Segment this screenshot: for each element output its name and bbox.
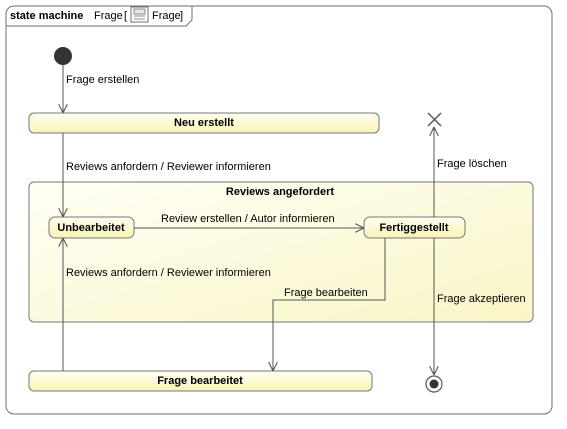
- transition-frage-bearbeiten[interactable]: [273, 238, 386, 370]
- transition-reviews-anfordern-2-label: Reviews anfordern / Reviewer informieren: [66, 267, 271, 279]
- state-frage-bearbeitet[interactable]: [28, 370, 373, 392]
- initial-state[interactable]: [54, 47, 72, 65]
- state-unbearbeitet-label: Unbearbeitet: [57, 222, 125, 234]
- state-neu-erstellt-label: Neu erstellt: [174, 117, 234, 129]
- frame-bracket-open: [: [124, 10, 127, 22]
- final-state[interactable]: [425, 375, 443, 393]
- transition-frage-bearbeiten-label: Frage bearbeiten: [284, 287, 368, 299]
- transition-frage-akzeptieren-label: Frage akzeptieren: [437, 293, 526, 305]
- state-reviews-angefordert-label: Reviews angefordert: [226, 186, 335, 198]
- transition-frage-erstellen-label: Frage erstellen: [66, 74, 139, 86]
- transition-frage-loeschen-label: Frage löschen: [437, 158, 507, 170]
- frame-tab: [6, 6, 193, 27]
- frame-bracket-close: ]: [180, 10, 183, 22]
- state-fertiggestellt-label: Fertiggestellt: [379, 222, 448, 234]
- frame-keyword: state machine: [10, 10, 83, 22]
- state-neu-erstellt[interactable]: [28, 112, 380, 134]
- terminate-icon[interactable]: [427, 112, 442, 127]
- state-fertiggestellt[interactable]: [363, 216, 466, 239]
- state-frage-bearbeitet-label: Frage bearbeitet: [157, 375, 243, 387]
- transition-reviews-anfordern-1-label: Reviews anfordern / Reviewer informieren: [66, 161, 271, 173]
- frame-name: Frage: [94, 10, 123, 22]
- transition-review-erstellen-label: Review erstellen / Autor informieren: [161, 213, 335, 225]
- frame-icon-label: Frage: [152, 10, 181, 22]
- class-icon: [130, 6, 149, 23]
